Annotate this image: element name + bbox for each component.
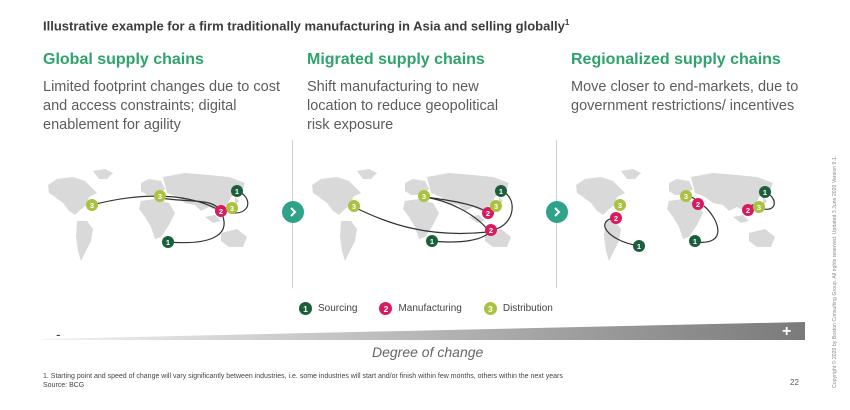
page-subtitle: Illustrative example for a firm traditio… [43, 18, 570, 34]
marker-distribution [753, 201, 765, 213]
marker-distribution [86, 199, 98, 211]
legend-dot: 2 [379, 302, 393, 315]
legend-item-sourcing: 1 Sourcing [299, 302, 357, 315]
legend-label: Manufacturing [398, 303, 462, 314]
column-title-migrated: Migrated supply chains [307, 51, 485, 68]
marker-sourcing [162, 236, 174, 248]
marker-manufacturing [485, 224, 497, 236]
column-title-regionalized: Regionalized supply chains [571, 51, 781, 68]
legend-dot: 1 [299, 302, 312, 315]
svg-text:3: 3 [684, 192, 688, 201]
svg-text:3: 3 [618, 201, 622, 210]
marker-distribution [680, 190, 692, 202]
svg-text:1: 1 [693, 237, 697, 246]
marker-distribution [226, 202, 238, 214]
column-desc-migrated: Shift manufacturing to new location to r… [307, 79, 499, 133]
svg-text:1: 1 [430, 237, 434, 246]
svg-text:3: 3 [757, 203, 761, 212]
legend-label: Sourcing [318, 303, 358, 314]
svg-text:2: 2 [696, 200, 700, 209]
svg-text:1: 1 [499, 187, 503, 196]
svg-text:3: 3 [352, 202, 356, 211]
svg-text:2: 2 [614, 214, 618, 223]
source-text: Source: BCG [43, 382, 85, 389]
legend-dot: 3 [483, 302, 497, 315]
degree-of-change-label: Degree of change [372, 344, 484, 360]
marker-sourcing [689, 235, 701, 247]
legend-label: Distribution [502, 303, 553, 314]
scale-minus: - [56, 326, 61, 342]
svg-text:3: 3 [90, 201, 94, 210]
svg-text:3: 3 [230, 204, 234, 213]
marker-manufacturing [215, 205, 227, 217]
marker-sourcing [231, 185, 243, 197]
marker-sourcing [759, 186, 771, 198]
footnote: 1. Starting point and speed of change wi… [43, 372, 563, 390]
marker-distribution [614, 199, 626, 211]
marker-distribution [490, 200, 502, 212]
degree-of-change-wedge [43, 322, 805, 340]
marker-manufacturing [610, 212, 622, 224]
next-arrow-icon [546, 201, 568, 223]
marker-distribution [348, 200, 360, 212]
legend: 1 Sourcing 2 Manufacturing 3 Distributio… [299, 302, 575, 315]
svg-text:2: 2 [746, 206, 750, 215]
svg-text:2: 2 [219, 207, 223, 216]
svg-text:2: 2 [486, 209, 490, 218]
marker-manufacturing [692, 198, 704, 210]
svg-text:1: 1 [637, 242, 641, 251]
column-title-global: Global supply chains [43, 51, 204, 68]
svg-text:2: 2 [489, 226, 493, 235]
svg-text:3: 3 [158, 192, 162, 201]
svg-text:1: 1 [166, 238, 170, 247]
marker-manufacturing [482, 207, 494, 219]
svg-text:3: 3 [494, 202, 498, 211]
marker-sourcing [426, 235, 438, 247]
marker-distribution [154, 190, 166, 202]
svg-text:1: 1 [235, 187, 239, 196]
scale-plus: + [782, 323, 792, 340]
legend-item-distribution: 3 Distribution [483, 302, 553, 315]
marker-sourcing [633, 240, 645, 252]
svg-text:1: 1 [763, 188, 767, 197]
column-desc-regionalized: Move closer to end-markets, due to gover… [571, 79, 799, 114]
legend-item-manufacturing: 2 Manufacturing [379, 302, 462, 315]
footnote-text: 1. Starting point and speed of change wi… [43, 373, 563, 380]
page-number: 22 [790, 378, 799, 387]
marker-sourcing [495, 185, 507, 197]
next-arrow-icon [282, 201, 304, 223]
marker-distribution [418, 190, 430, 202]
svg-text:3: 3 [422, 192, 426, 201]
copyright-note: Copyright © 2020 by Boston Consulting Gr… [832, 155, 838, 388]
marker-manufacturing [742, 204, 754, 216]
column-desc-global: Limited footprint changes due to cost an… [43, 79, 280, 133]
